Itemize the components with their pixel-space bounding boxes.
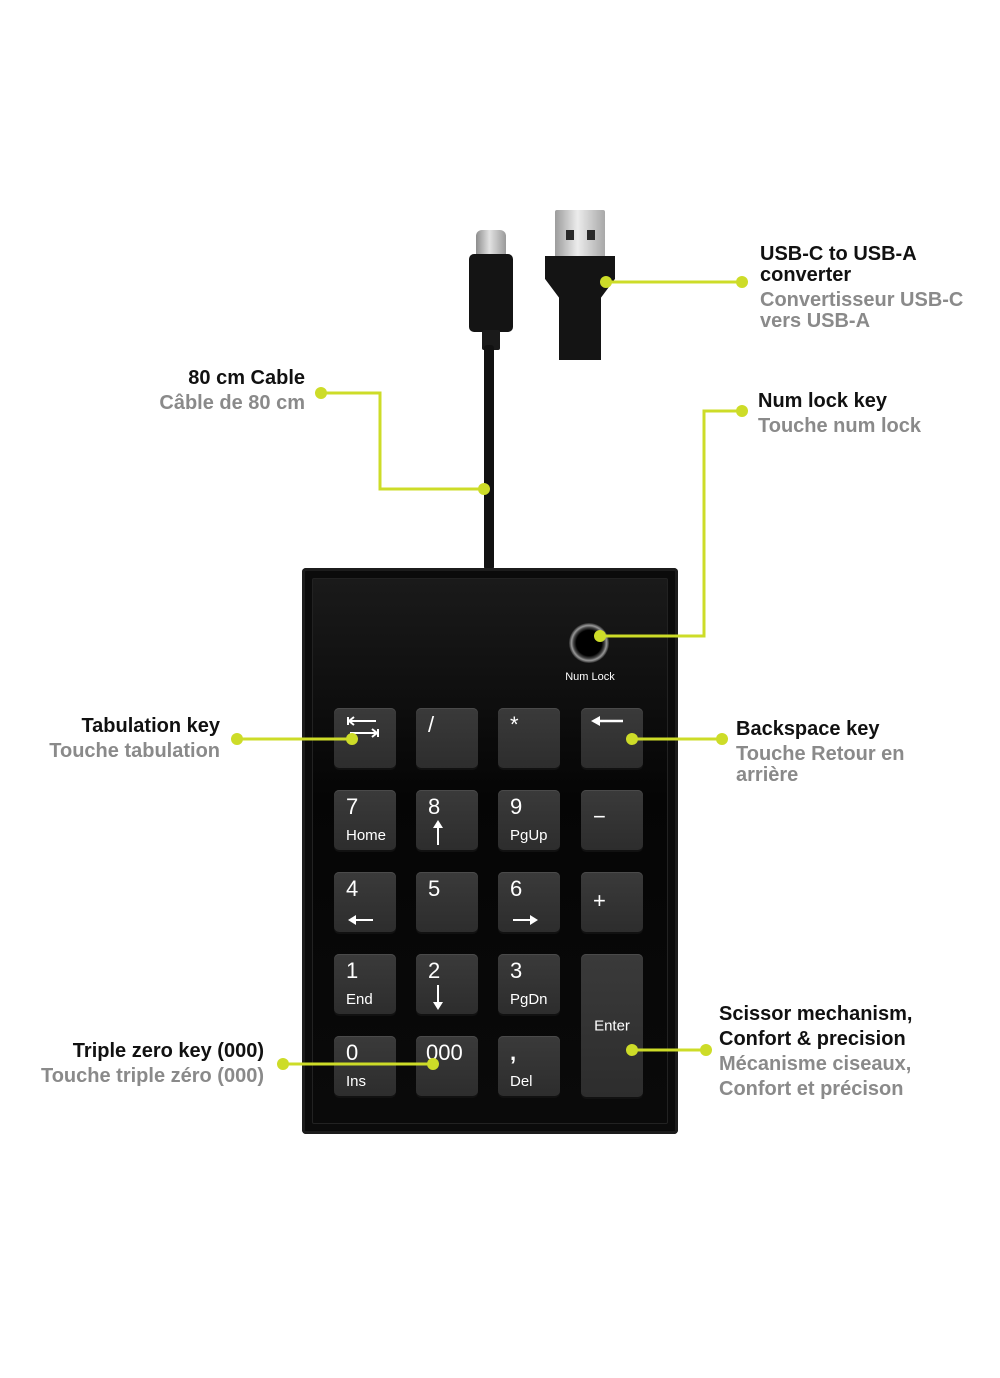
callout-triple-zero-fr: Touche triple zéro (000) [40,1065,264,1087]
callout-backspace-fr: Touche Retour en arrière [736,743,905,786]
key-enter[interactable]: Enter [581,954,643,1097]
key-plus-label: + [593,888,606,913]
key-3-sub: PgDn [510,991,548,1008]
key-9-sub: PgUp [510,827,548,844]
dot-backspace-end [716,733,728,745]
key-minus-label: − [593,804,606,829]
key-4[interactable]: 4 [334,872,396,932]
key-2-label: 2 [428,958,441,983]
callout-num-lock: Num lock key Touche num lock [758,391,978,437]
key-star-label: * [510,712,519,737]
dot-scissor-end [700,1044,712,1056]
callout-usb-converter-fr: Convertisseur USB-C vers USB-A [760,289,964,332]
key-9[interactable]: 9 PgUp [498,790,560,850]
key-8-label: 8 [428,794,441,819]
dot-usb-converter-end [736,276,748,288]
callout-scissor-en: Scissor mechanism, Confort & precision [719,1003,913,1050]
key-1-label: 1 [346,958,359,983]
callout-tab: Tabulation key Touche tabulation [20,716,220,762]
key-7-label: 7 [346,794,359,819]
left-arrow-icon [348,915,373,925]
key-3[interactable]: 3 PgDn [498,954,560,1014]
backspace-arrow-icon [591,716,623,726]
dot-num-lock [736,405,748,417]
key-comma-sub: Del [510,1073,533,1090]
key-plus[interactable]: + [581,872,643,932]
callout-backspace: Backspace key Touche Retour en arrière [736,719,906,786]
key-1[interactable]: 1 End [334,954,396,1014]
callout-scissor-fr: Mécanisme ciseaux, Confort et précison [719,1053,912,1100]
dot-usb-converter [600,276,612,288]
dot-num-lock-end [594,630,606,642]
dot-cable-end [478,483,490,495]
callout-triple-zero: Triple zero key (000) Touche triple zéro… [10,1041,264,1087]
callout-cable-fr: Câble de 80 cm [159,392,305,414]
key-7-sub: Home [346,827,387,844]
usb-a-contact [566,230,574,240]
usb-c-tip [476,230,506,258]
callout-usb-converter-en: USB-C to USB-A converter [760,243,916,286]
tab-icon [347,716,379,738]
key-1-sub: End [346,991,373,1008]
usb-a-connector [555,210,605,258]
key-0[interactable]: 0 Ins [334,1036,396,1096]
key-slash-label: / [428,712,435,737]
key-slash[interactable]: / [416,708,478,768]
dot-triple-zero [277,1058,289,1070]
key-0-label: 0 [346,1040,359,1065]
key-5[interactable]: 5 [416,872,478,932]
leader-num-lock [600,409,742,638]
key-9-label: 9 [510,794,523,819]
dot-backspace [626,733,638,745]
key-minus[interactable]: − [581,790,643,850]
right-arrow-icon [513,915,538,925]
key-7[interactable]: 7 Home [334,790,396,850]
leader-cable [321,391,484,491]
down-arrow-icon [433,985,443,1010]
numeric-keypad: Num Lock / * 7 [302,568,678,1134]
key-2[interactable]: 2 [416,954,478,1014]
callout-tab-en: Tabulation key [81,715,220,737]
dot-tab-end [346,733,358,745]
key-6-label: 6 [510,876,523,901]
callout-scissor: Scissor mechanism, Confort & precision M… [719,1002,939,1102]
key-star[interactable]: * [498,708,560,768]
key-5-label: 5 [428,876,441,901]
usb-c-plug [469,254,513,332]
key-8[interactable]: 8 [416,790,478,850]
callout-num-lock-fr: Touche num lock [758,415,921,437]
callout-triple-zero-en: Triple zero key (000) [72,1040,264,1062]
usb-a-contact [587,230,595,240]
callout-num-lock-en: Num lock key [758,390,887,412]
up-arrow-icon [433,820,443,845]
key-4-label: 4 [346,876,359,901]
cable [484,345,494,570]
num-lock-button[interactable] [569,623,609,663]
key-3-label: 3 [510,958,523,983]
callout-cable: 80 cm Cable Câble de 80 cm [60,368,305,414]
key-triple-zero[interactable]: 000 [416,1036,478,1096]
callout-cable-en: 80 cm Cable [188,367,305,389]
callout-backspace-en: Backspace key [736,718,880,740]
num-lock-label: Num Lock [565,671,615,683]
key-comma-label: , [510,1040,517,1065]
dot-triple-zero-end [427,1058,439,1070]
callout-usb-converter: USB-C to USB-A converter Convertisseur U… [760,244,980,332]
key-6[interactable]: 6 [498,872,560,932]
key-comma[interactable]: , Del [498,1036,560,1096]
dot-cable [315,387,327,399]
key-enter-label: Enter [594,1017,630,1034]
dot-tab [231,733,243,745]
dot-scissor [626,1044,638,1056]
key-0-sub: Ins [346,1073,367,1090]
callout-tab-fr: Touche tabulation [49,740,220,762]
